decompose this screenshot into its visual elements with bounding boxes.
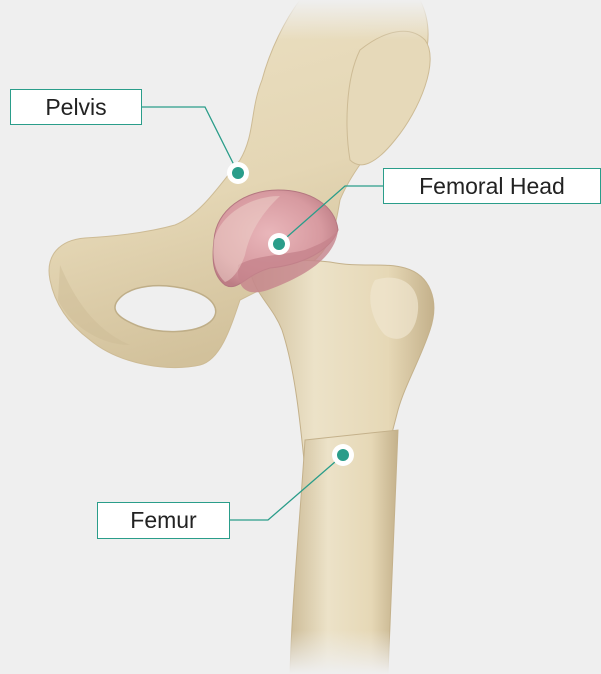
femoral-head-marker-icon[interactable] — [268, 233, 290, 255]
pelvis-label: Pelvis — [10, 89, 142, 125]
femoral-head-label: Femoral Head — [383, 168, 601, 204]
femur-marker-icon[interactable] — [332, 444, 354, 466]
pelvis-marker-icon[interactable] — [227, 162, 249, 184]
femur-label: Femur — [97, 502, 230, 539]
femur-bone — [250, 260, 434, 674]
pelvis-leader-line — [142, 107, 238, 173]
